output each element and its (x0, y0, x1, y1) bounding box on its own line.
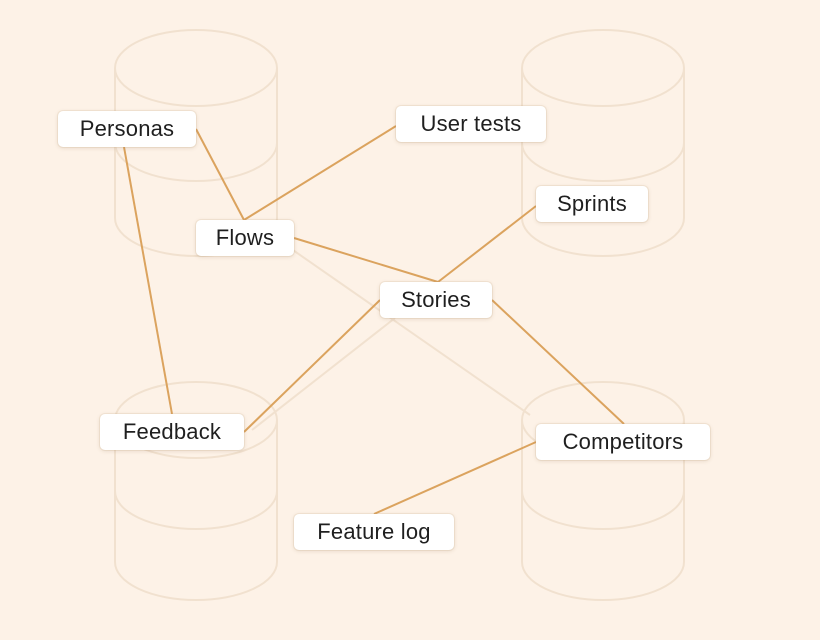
node-feedback[interactable]: Feedback (100, 414, 244, 450)
edge-stories-competitors (491, 299, 625, 425)
background-line (289, 247, 531, 416)
database-icon (521, 381, 685, 601)
node-flows[interactable]: Flows (196, 220, 294, 256)
node-stories[interactable]: Stories (380, 282, 492, 318)
node-user-tests[interactable]: User tests (396, 106, 546, 142)
edge-personas-feedback (123, 146, 173, 415)
edge-stories-feedback (243, 299, 381, 433)
node-personas[interactable]: Personas (58, 111, 196, 147)
node-sprints[interactable]: Sprints (536, 186, 648, 222)
connector-lines (123, 125, 625, 515)
edge-stories-sprints (437, 205, 537, 283)
edge-competitors-feature_log (373, 441, 537, 515)
edge-flows-stories (293, 237, 439, 283)
node-competitors[interactable]: Competitors (536, 424, 710, 460)
node-feature-log[interactable]: Feature log (294, 514, 454, 550)
database-icon (521, 29, 685, 257)
edge-flows-user_tests (243, 125, 397, 221)
background-line (251, 317, 396, 431)
edge-personas-flows (195, 128, 245, 221)
